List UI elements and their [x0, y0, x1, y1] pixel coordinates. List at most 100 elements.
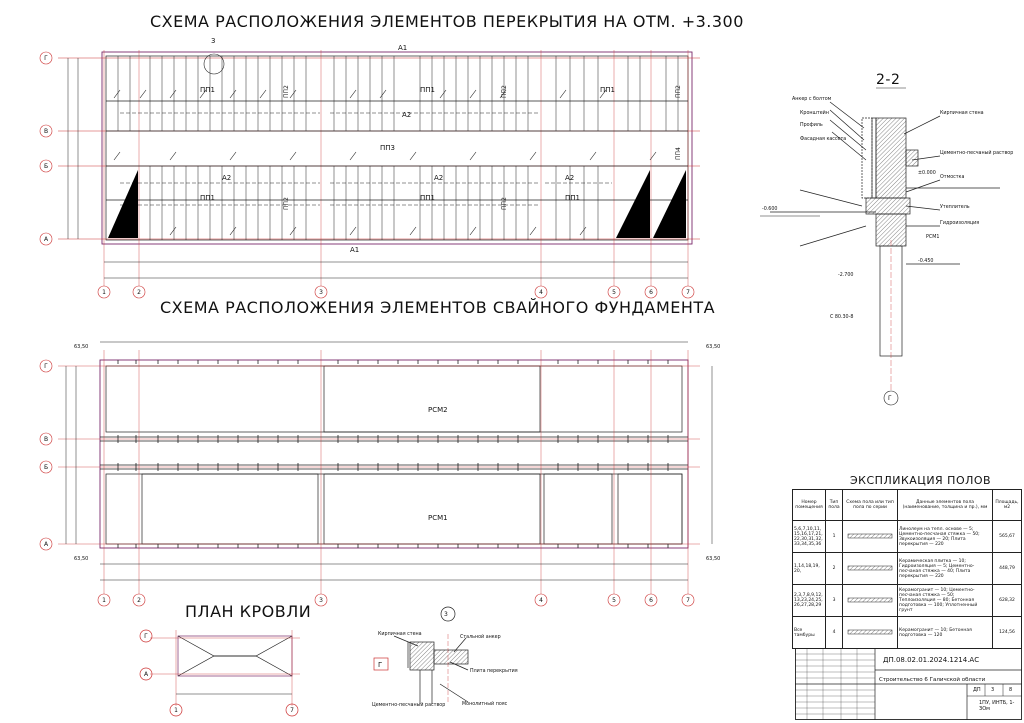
cell-rooms: Все тамбуры [792, 616, 826, 649]
axis-label: 3 [319, 289, 323, 296]
axis-label: В [44, 436, 48, 443]
col-header: Площадь, м2 [992, 489, 1022, 521]
label-pp2: ПП2 [501, 85, 508, 98]
label-a1: А1 [350, 246, 359, 254]
axis-label: 4 [539, 597, 543, 604]
axis-label: 7 [686, 597, 690, 604]
axis-label: 7 [290, 707, 294, 714]
floors-table-title: ЭКСПЛИКАЦИЯ ПОЛОВ [850, 474, 992, 487]
level-mark: -2.700 [838, 272, 853, 278]
col-header: Номер помещения [792, 489, 826, 521]
floors-table: Номер помещения Тип пола Схема пола или … [792, 489, 1022, 649]
label-pp2: ПП2 [283, 197, 290, 210]
cell-data: Керамогранит — 10; Цементно-песчаная стя… [897, 584, 993, 617]
section-title: 2-2 [876, 72, 901, 88]
cell-data: Керамическая плитка — 10; Гидроизоляция … [897, 552, 993, 585]
project-name: Строительство 6 Галичской области [879, 677, 986, 683]
axis-label: 3 [319, 597, 323, 604]
pile-axis-bubbles [39, 359, 695, 607]
overlap-plan [58, 50, 700, 290]
level-mark: 63,50 [74, 344, 88, 350]
axis-label: 7 [686, 289, 690, 296]
label-rsm2: РСМ2 [428, 406, 448, 414]
axis-label: Г [44, 55, 48, 62]
axis-label: Г [888, 395, 892, 402]
table-row: 5,6,7,10,11, 15,16,17,21, 22,30,31,32, 3… [792, 520, 1022, 553]
label-a2: А2 [222, 174, 231, 182]
cell-type: 2 [825, 552, 843, 585]
node-3-detail [373, 606, 469, 704]
section-callout: Гидроизоляция [940, 220, 979, 226]
col-header: Данные элементов пола (наименование, тол… [897, 489, 993, 521]
pile-mark: С 80.30-8 [830, 314, 853, 320]
label-a1: А1 [398, 44, 407, 52]
pile-plan-title: СХЕМА РАСПОЛОЖЕНИЯ ЭЛЕМЕНТОВ СВАЙНОГО ФУ… [160, 298, 716, 317]
sheet-count: 8 [1009, 687, 1013, 693]
axis-label: 5 [612, 597, 616, 604]
axis-label: В [44, 128, 48, 135]
level-mark: 63,50 [74, 556, 88, 562]
cell-scheme [842, 520, 898, 553]
overlap-vertical-labels: ПП2 ПП2 ПП2 ПП2 ПП2 ПП4 [283, 85, 682, 210]
callout-3: 3 [211, 37, 215, 45]
section-callout: Анкер с болтом [792, 96, 832, 102]
section-2-2 [760, 87, 1000, 406]
axis-label: 2 [137, 289, 141, 296]
level-mark: ±0.000 [918, 170, 936, 176]
label-pp1: ПП1 [600, 86, 615, 94]
label-rsm1: РСМ1 [428, 514, 448, 522]
title-block: ДП.08.02.01.2024.1214.АС Строительство 6… [795, 648, 1022, 720]
pile-axis-labels: Г В Б А 1 2 3 4 5 6 7 [44, 363, 690, 604]
section-callout: Профиль [800, 122, 823, 128]
label-a2: А2 [402, 111, 411, 119]
cell-area: 565,67 [992, 520, 1022, 553]
overlap-axis-bubbles [39, 51, 695, 299]
axis-label: 1 [102, 289, 106, 296]
cell-scheme [842, 616, 898, 649]
node-callout: Цементно-песчаный раствор [372, 701, 445, 708]
label-pp1: ПП1 [200, 86, 215, 94]
cell-rooms: 2,3,7,8,9,12, 13,23,24,25, 26,27,28,29 [792, 584, 826, 617]
label-pp1: ПП1 [420, 194, 435, 202]
label-pp1: ПП1 [420, 86, 435, 94]
pile-plan [58, 341, 713, 596]
axis-label: Г [144, 633, 148, 640]
organization: 1ПУ, ИНТБ, 1-ЗОм [979, 700, 1015, 712]
axis-label: Б [44, 464, 48, 471]
section-callout: Цементно-песчаный раствор [940, 149, 1013, 156]
axis-label: 1 [174, 707, 178, 714]
axis-label: 6 [649, 597, 653, 604]
overlap-plan-title: СХЕМА РАСПОЛОЖЕНИЯ ЭЛЕМЕНТОВ ПЕРЕКРЫТИЯ … [150, 12, 744, 31]
section-labels: Анкер с болтом Кронштейн Профиль Фасадна… [762, 96, 1013, 402]
cell-type: 4 [825, 616, 843, 649]
section-callout: Утеплитель [940, 204, 970, 210]
cell-area: 628,32 [992, 584, 1022, 617]
label-a2: А2 [434, 174, 443, 182]
sheet-number: 3 [991, 687, 995, 693]
node-callout: Монолитный пояс [462, 700, 508, 707]
table-row: Все тамбуры 4 Керамогранит — 10; Бетонна… [792, 616, 1022, 649]
cell-scheme [842, 552, 898, 585]
label-pp2: ПП2 [501, 197, 508, 210]
label-pp3: ПП3 [380, 144, 395, 152]
pile-labels: РСМ2 РСМ1 63,50 63,50 63,50 63,50 [74, 344, 720, 562]
section-callout: Отмостка [940, 174, 964, 180]
label-pp1: ПП1 [565, 194, 580, 202]
stage: ДП [973, 687, 981, 693]
section-callout: Кронштейн [800, 109, 829, 116]
axis-label: 4 [539, 289, 543, 296]
axis-label: А [44, 541, 49, 548]
overlap-axis-labels: Г В Б А 1 2 3 4 5 6 7 [44, 55, 690, 296]
node-3-labels: 3 Кирпичная стена Стальной анкер Плита п… [372, 611, 518, 708]
axis-label: А [144, 671, 149, 678]
cell-data: Линолеум на тепл. основе — 5; Цементно-п… [897, 520, 993, 553]
label-pp1: ПП1 [200, 194, 215, 202]
axis-label: Г [44, 363, 48, 370]
cell-scheme [842, 584, 898, 617]
cell-type: 3 [825, 584, 843, 617]
roof-plan [139, 629, 300, 717]
axis-label: 5 [612, 289, 616, 296]
table-row: 2,3,7,8,9,12, 13,23,24,25, 26,27,28,29 3… [792, 584, 1022, 617]
level-mark: -0.450 [918, 258, 933, 264]
